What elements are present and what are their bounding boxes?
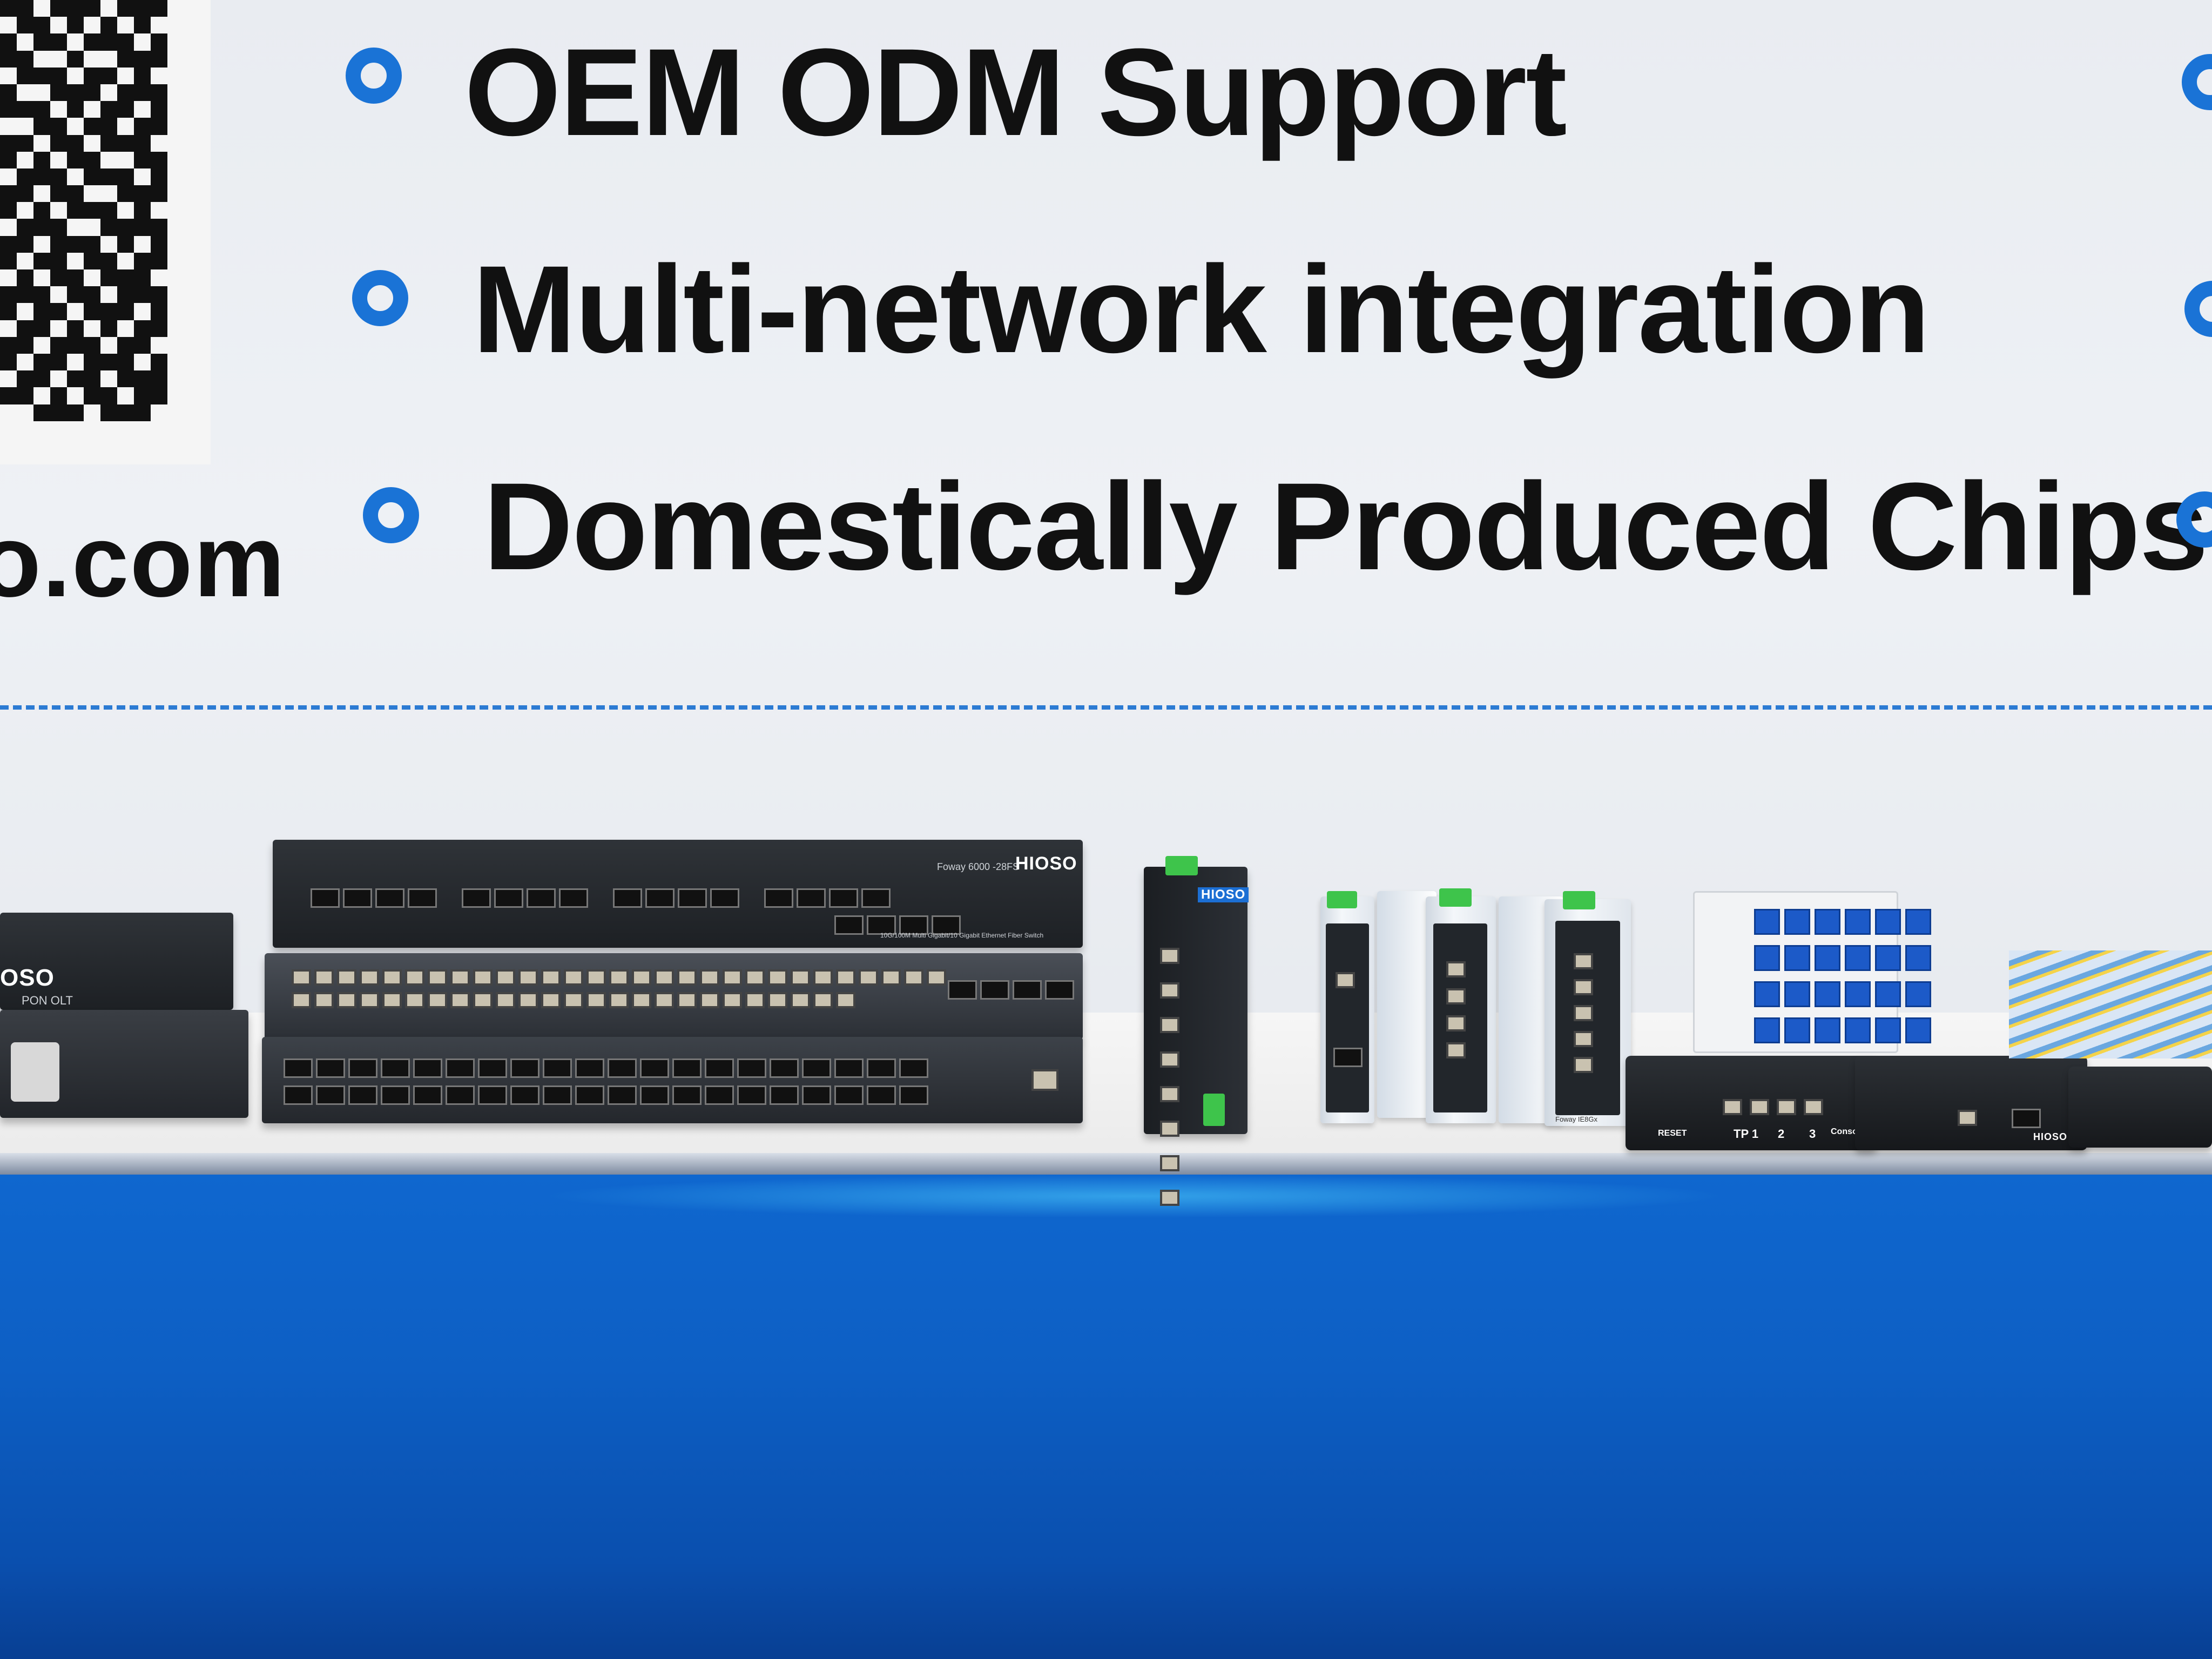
fiber-switch-sfp: [262, 1037, 1083, 1123]
display-table-edge: [0, 1153, 2212, 1175]
switch-brand-logo: HIOSO: [1015, 853, 1077, 874]
plc-splitter-box: [1693, 891, 1931, 1053]
din-model-label: Foway IE8Gx: [1555, 1115, 1598, 1123]
din-rj45-ports: [1160, 948, 1179, 1206]
switch-caption: 10G/100M Multi Gigabit/10 Gigabit Ethern…: [880, 932, 1044, 939]
port-label-3: 3: [1809, 1127, 1816, 1141]
reset-label: RESET: [1658, 1129, 1687, 1138]
olt-brand-label: OSO: [0, 965, 55, 991]
mini-switch-converter: RESET TP 1 2 3 Console: [1626, 1056, 1877, 1150]
din-switch-5port: Foway IE8Gx: [1545, 891, 1631, 1126]
eth-port: [1958, 1110, 1977, 1126]
slogan-oem-odm: OEM ODM Support: [464, 23, 1567, 161]
console-port: [1031, 1069, 1058, 1091]
sfp-port: [2012, 1109, 2041, 1128]
fiber-switch-top: Foway 6000 -28FS HIOSO 10G/100M Multi Gi…: [273, 840, 1083, 948]
ethernet-switch-48port: [265, 953, 1083, 1040]
din-front-panel: [1555, 921, 1620, 1115]
bullet-circle-icon: [363, 487, 419, 543]
sfp-port-group: [311, 888, 891, 908]
switch-model-label: Foway 6000 -28FS: [937, 861, 1020, 872]
bullet-circle-icon: [2182, 54, 2212, 110]
blue-counter-front: [0, 1175, 2212, 1659]
olt-fan-module: [11, 1042, 59, 1102]
power-terminal: [1439, 888, 1472, 907]
power-terminal: [1563, 891, 1595, 909]
sfp-port-grid: [284, 1058, 942, 1105]
power-terminal: [1327, 891, 1357, 908]
bullet-circle-icon: [352, 270, 408, 326]
din-front-panel: [1326, 923, 1369, 1112]
uplink-sfp-group: [834, 915, 961, 935]
website-url-fragment: o.com: [0, 504, 286, 618]
mini-media-converter: HIOSO: [1855, 1056, 2087, 1150]
slogan-domestic-chips: Domestically Produced Chips: [483, 457, 2208, 596]
industrial-din-switch: HIOSO: [1144, 856, 1249, 1206]
fiber-patch-cords: [2009, 950, 2212, 1058]
bullet-circle-icon: [2184, 281, 2212, 337]
olt-model-label: PON OLT: [22, 994, 73, 1007]
uplink-sfp-group: [948, 980, 1074, 1000]
olt-chassis-bottom: [0, 1010, 248, 1118]
converter-brand-logo: HIOSO: [2033, 1131, 2068, 1142]
io-terminal: [1203, 1094, 1225, 1126]
port-label-tp1: TP 1: [1734, 1127, 1759, 1141]
din-switch-4port: [1426, 888, 1496, 1123]
din-media-converter: [1320, 891, 1374, 1123]
bullet-circle-icon: [346, 48, 402, 104]
power-terminal: [1165, 856, 1198, 875]
olt-chassis-top: OSO PON OLT: [0, 913, 233, 1010]
qr-code-pattern: [0, 0, 167, 421]
dashed-divider: [0, 705, 2212, 710]
din-front-panel: [1433, 923, 1487, 1112]
din-brand-logo: HIOSO: [1198, 887, 1249, 902]
mini-rj45-ports: [1723, 1099, 1823, 1115]
rj45-port-grid: [292, 969, 961, 1008]
sc-adapter-grid: [1754, 909, 1931, 1049]
port-label-2: 2: [1778, 1127, 1785, 1141]
slogan-multi-network: Multi-network integration: [473, 240, 1930, 379]
qr-code: [0, 0, 211, 464]
mini-converter-edge: [2068, 1067, 2212, 1148]
